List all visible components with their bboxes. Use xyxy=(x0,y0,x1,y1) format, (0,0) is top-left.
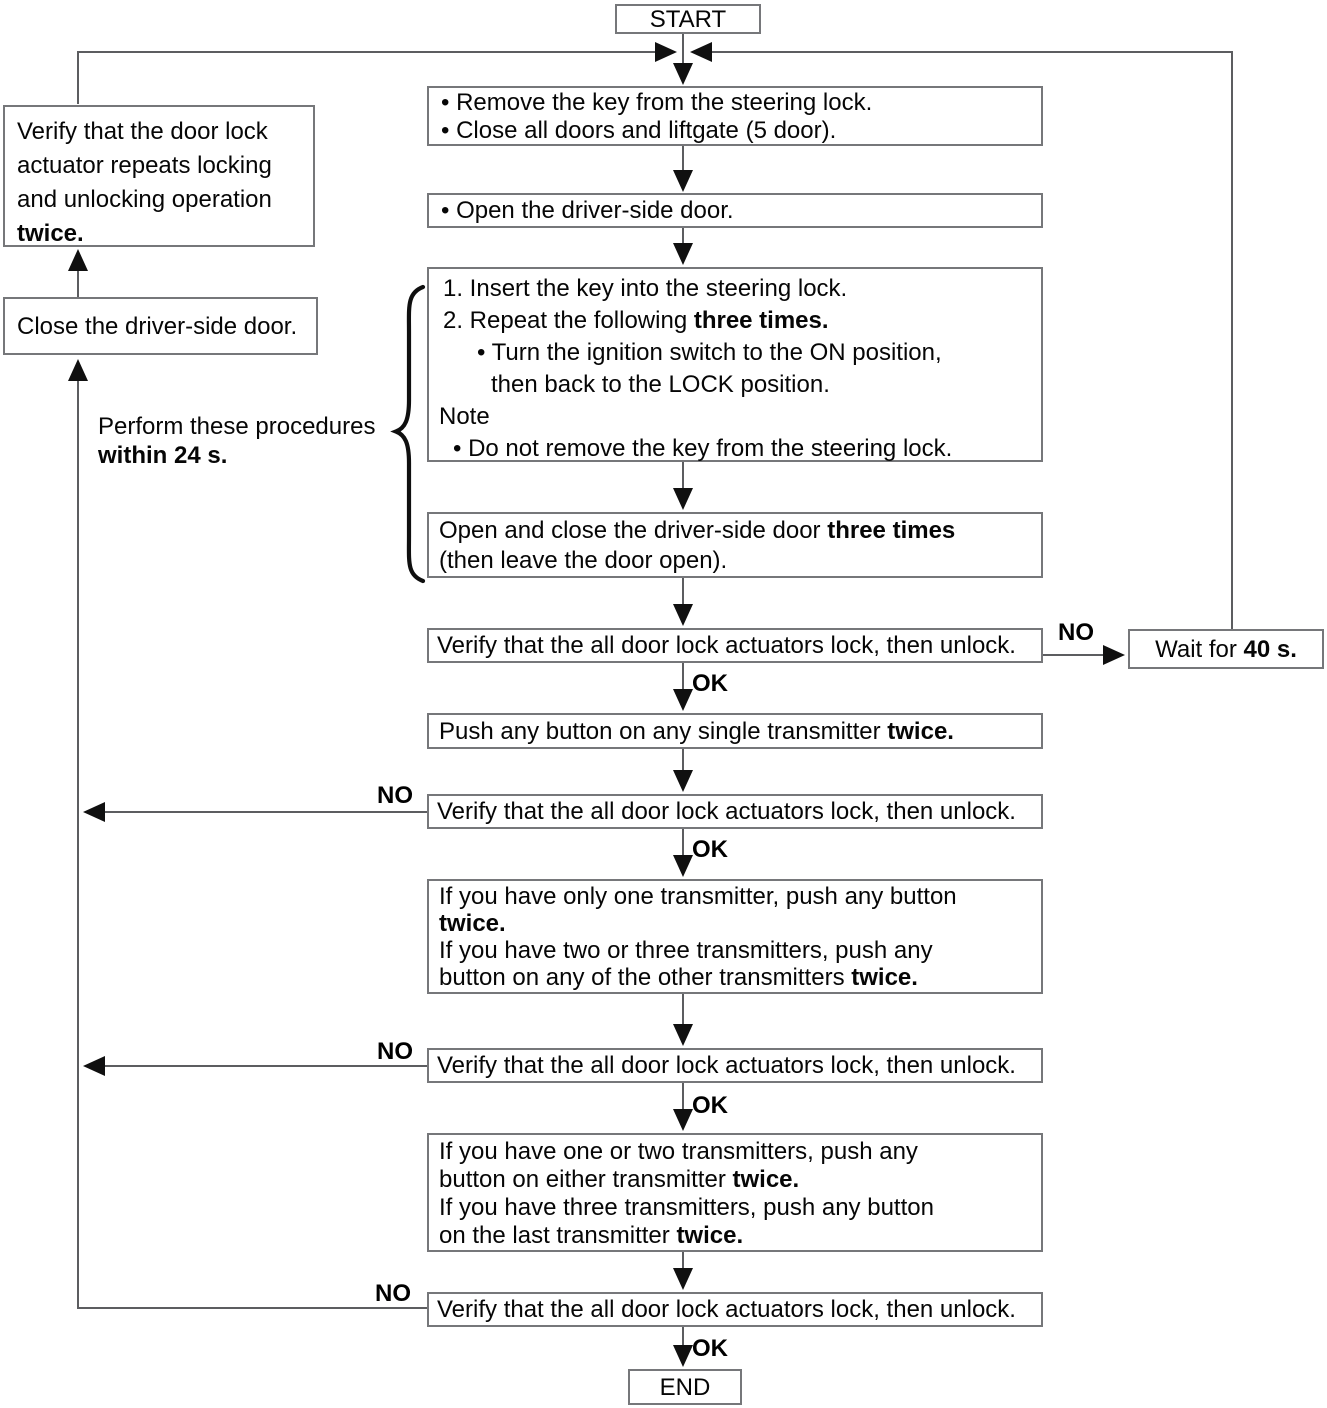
no-label-verify4: NO xyxy=(375,1280,411,1307)
ok-label-1: OK xyxy=(692,670,728,697)
push-single-box: Push any button on any single transmitte… xyxy=(427,713,1043,749)
ok-label-4: OK xyxy=(692,1335,728,1362)
key-cycle-line2: 2. Repeat the following three times. xyxy=(443,307,829,334)
arrow-no-verify4-left-up xyxy=(68,359,427,1309)
one-transmitter-box: If you have only one transmitter, push a… xyxy=(427,879,1043,994)
within-24s-line1: Perform these procedures xyxy=(98,413,376,440)
close-driver-door-text: Close the driver-side door. xyxy=(17,312,298,340)
one-two-transmitters-box: If you have one or two transmitters, pus… xyxy=(427,1133,1043,1252)
open-close-line2: (then leave the door open). xyxy=(439,547,728,574)
remove-key-box: • Remove the key from the steering lock.… xyxy=(427,86,1043,146)
one-tx-line4: button on any of the other transmitters … xyxy=(439,964,918,991)
verify-box-2: Verify that the all door lock actuators … xyxy=(427,794,1043,829)
end-label: END xyxy=(659,1373,711,1401)
one-tx-line2: twice. xyxy=(439,910,506,937)
push-single-text: Push any button on any single transmitte… xyxy=(439,717,954,745)
one-two-tx-line1: If you have one or two transmitters, pus… xyxy=(439,1138,918,1165)
end-node: END xyxy=(628,1369,742,1405)
open-driver-door-text: • Open the driver-side door. xyxy=(441,197,734,224)
verify-actuator-line3: and unlocking operation xyxy=(17,186,272,213)
wait-40s-text: Wait for 40 s. xyxy=(1155,635,1297,663)
open-driver-door-box: • Open the driver-side door. xyxy=(427,193,1043,228)
no-label-verify3: NO xyxy=(377,1038,413,1065)
arrow-left-loop-top xyxy=(77,42,677,104)
verify-box-1: Verify that the all door lock actuators … xyxy=(427,628,1043,663)
verify-actuator-line4: twice. xyxy=(17,220,84,247)
verify-box-4: Verify that the all door lock actuators … xyxy=(427,1292,1043,1327)
one-tx-line3: If you have two or three transmitters, p… xyxy=(439,937,933,964)
within-24s-note: Perform these procedures within 24 s. xyxy=(98,412,375,470)
key-cycle-line1: 1. Insert the key into the steering lock… xyxy=(443,275,848,302)
arrow-right-loop-top xyxy=(690,42,1233,629)
close-driver-door-box: Close the driver-side door. xyxy=(3,297,318,355)
verify-box-3: Verify that the all door lock actuators … xyxy=(427,1048,1043,1083)
within-24s-line2: within 24 s. xyxy=(98,442,228,469)
open-close-door-box: Open and close the driver-side door thre… xyxy=(427,512,1043,578)
one-two-tx-line2: button on either transmitter twice. xyxy=(439,1166,800,1193)
no-label-verify2: NO xyxy=(377,782,413,809)
one-two-tx-line4: on the last transmitter twice. xyxy=(439,1222,744,1249)
no-label-wait: NO xyxy=(1058,619,1094,646)
key-cycle-line4: then back to the LOCK position. xyxy=(491,371,830,398)
start-node: START xyxy=(615,4,761,34)
verify-actuator-box: Verify that the door lock actuator repea… xyxy=(3,105,315,247)
key-cycle-line3: • Turn the ignition switch to the ON pos… xyxy=(477,339,942,366)
verify-text-4: Verify that the all door lock actuators … xyxy=(437,1296,1016,1323)
start-label: START xyxy=(649,5,727,33)
ok-label-3: OK xyxy=(692,1092,728,1119)
wait-40s-box: Wait for 40 s. xyxy=(1128,629,1324,669)
verify-text-3: Verify that the all door lock actuators … xyxy=(437,1052,1016,1079)
key-cycle-box: 1. Insert the key into the steering lock… xyxy=(427,267,1043,462)
remove-key-line1: • Remove the key from the steering lock. xyxy=(441,89,873,116)
key-cycle-note-heading: Note xyxy=(439,403,490,430)
verify-actuator-line2: actuator repeats locking xyxy=(17,152,272,179)
open-close-line1: Open and close the driver-side door thre… xyxy=(439,517,956,544)
ok-label-2: OK xyxy=(692,836,728,863)
key-cycle-note-line: • Do not remove the key from the steerin… xyxy=(453,435,953,462)
brace-within-24s xyxy=(390,284,426,584)
verify-text-1: Verify that the all door lock actuators … xyxy=(437,632,1016,659)
verify-actuator-line1: Verify that the door lock xyxy=(17,118,268,145)
one-two-tx-line3: If you have three transmitters, push any… xyxy=(439,1194,934,1221)
one-tx-line1: If you have only one transmitter, push a… xyxy=(439,883,957,910)
verify-text-2: Verify that the all door lock actuators … xyxy=(437,798,1016,825)
remove-key-line2: • Close all doors and liftgate (5 door). xyxy=(441,117,837,144)
